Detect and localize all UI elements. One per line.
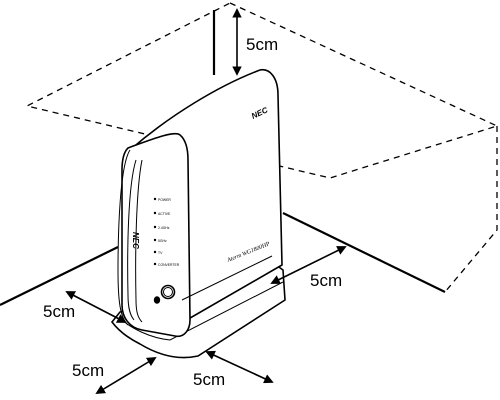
left-clearance-label: 5cm <box>43 302 75 321</box>
front-clearance-arrow <box>205 350 274 384</box>
indicator-label: TV <box>158 251 163 255</box>
back-clearance-arrow <box>270 246 347 284</box>
indicator-dot <box>153 197 157 201</box>
floor-right-edge <box>282 212 446 293</box>
front-bottom-line <box>181 255 273 301</box>
front-left-clearance-label: 5cm <box>72 361 104 380</box>
back-clearance-label: 5cm <box>310 271 342 290</box>
device-side-inner <box>127 159 137 321</box>
indicator-dot <box>153 225 157 229</box>
indicator-dot <box>153 238 157 242</box>
left-clearance-arrow <box>65 291 127 323</box>
indicator-dot <box>153 211 157 215</box>
indicator-label: POWER <box>158 198 171 202</box>
side-logo: NEC <box>131 232 140 249</box>
floor-left-edge <box>0 246 119 306</box>
front-left-clearance-arrow <box>95 357 157 394</box>
indicator-dot <box>153 250 157 254</box>
wps-button-ring <box>163 287 173 297</box>
back-clearance-line <box>444 126 498 293</box>
indicator-list: POWER ACTIVE 2.4GHz 5GHz TV CONVERTER <box>153 197 180 267</box>
front-clearance-label: 5cm <box>193 370 225 389</box>
indicator-label: 2.4GHz <box>158 226 170 230</box>
small-button <box>153 296 161 304</box>
indicator-label: ACTIVE <box>158 212 171 216</box>
indicator-label: 5GHz <box>158 239 167 243</box>
top-clearance-label: 5cm <box>246 35 278 54</box>
indicator-dot <box>153 262 157 266</box>
indicator-label: CONVERTER <box>158 263 180 267</box>
device-side-inner-2 <box>135 159 143 323</box>
